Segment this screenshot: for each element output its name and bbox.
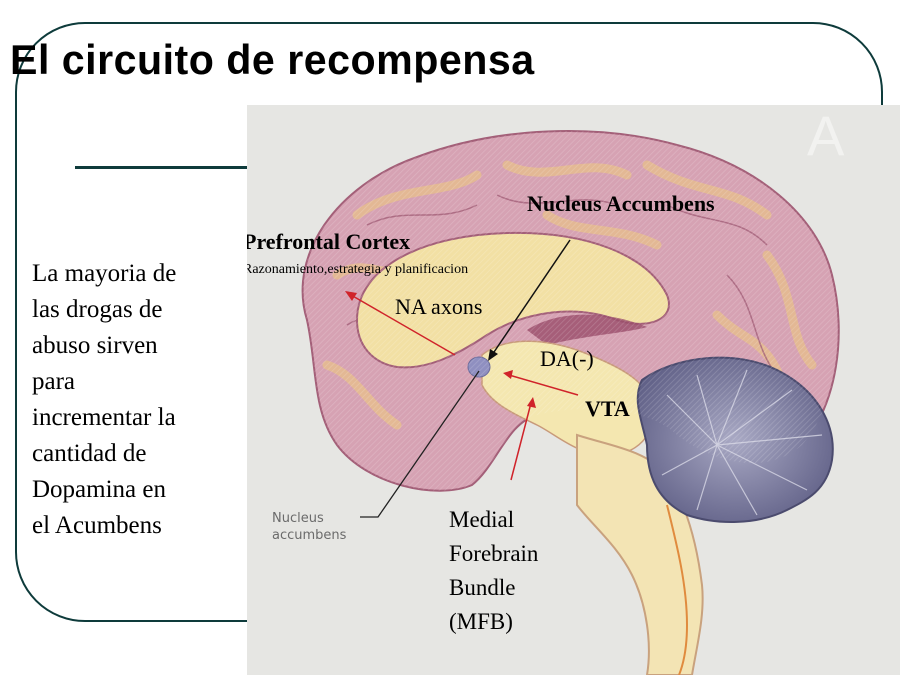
body-line: abuso sirven xyxy=(32,332,158,359)
body-line: el Acumbens xyxy=(32,512,162,539)
brain-diagram: A xyxy=(247,105,900,675)
label-vta: VTA xyxy=(585,396,630,421)
body-line: para xyxy=(32,368,76,395)
black-arrow-nucleus-accumbens xyxy=(488,239,571,361)
red-arrow-prefrontal xyxy=(345,291,456,356)
body-line: Dopamina en xyxy=(32,476,166,503)
red-arrow-vta xyxy=(503,370,579,396)
label-da: DA(-) xyxy=(540,346,594,371)
slide-title: El circuito de recompensa xyxy=(10,36,535,83)
label-na-axons: NA axons xyxy=(395,294,483,319)
body-line: La mayoria de xyxy=(32,260,177,287)
body-line: las drogas de xyxy=(32,296,163,323)
slide-body-text: La mayoria de las drogas de abuso sirven… xyxy=(32,256,232,544)
title-underline xyxy=(75,166,250,169)
brain-illustration: A xyxy=(301,105,845,675)
body-line: cantidad de xyxy=(32,440,147,467)
label-prefrontal-cortex: Prefrontal Cortex xyxy=(247,229,411,254)
body-line: incrementar la xyxy=(32,404,176,431)
label-mfb: Medial Forebrain Bundle (MFB) xyxy=(449,507,539,634)
label-prefrontal-subtitle: Razonamiento,estrategia y planificacion xyxy=(247,262,469,277)
corner-letter: A xyxy=(807,105,845,167)
label-nucleus-accumbens: Nucleus Accumbens xyxy=(527,191,715,216)
label-nucleus-accumbens-caption: Nucleus accumbens xyxy=(272,511,347,543)
red-arrow-mfb xyxy=(510,397,536,481)
leader-line-nucleus-accumbens xyxy=(360,370,480,518)
